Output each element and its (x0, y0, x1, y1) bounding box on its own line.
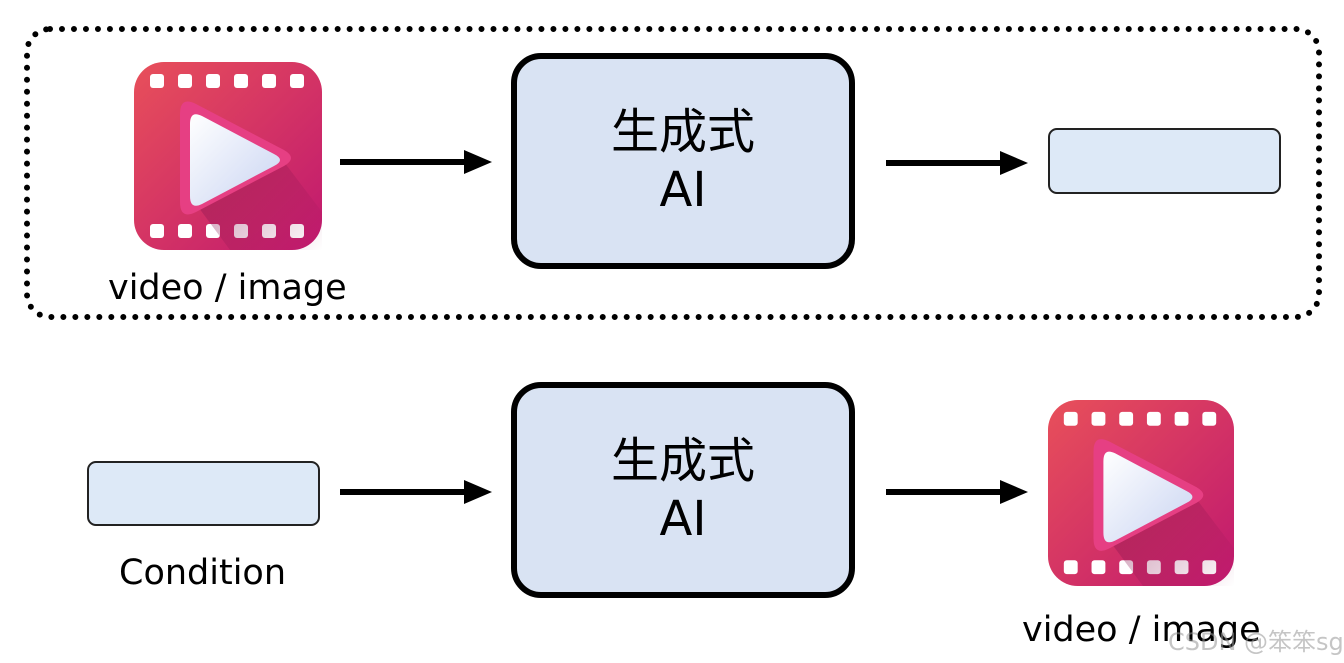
right-arrow-icon (886, 151, 1028, 175)
bottom-output-label: video / image (1022, 610, 1261, 650)
bottom-model-label-line2: AI (659, 491, 707, 547)
condition-box (87, 461, 320, 526)
top-model-label-line1: 生成式 (610, 104, 755, 160)
top-dashed-group (24, 26, 1322, 320)
video-player-icon (1048, 400, 1234, 586)
video-player-icon (134, 62, 322, 250)
right-arrow-icon (340, 480, 492, 504)
right-arrow-icon (886, 480, 1028, 504)
top-generative-ai-box: 生成式 AI (511, 53, 855, 269)
top-input-label: video / image (108, 268, 347, 308)
condition-label: Condition (119, 553, 287, 593)
bottom-model-label-line1: 生成式 (610, 433, 755, 489)
bottom-generative-ai-box: 生成式 AI (511, 382, 855, 598)
watermark: CSDN @笨笨sg (1168, 628, 1344, 656)
right-arrow-icon (340, 150, 492, 174)
top-model-label-line2: AI (659, 162, 707, 218)
top-output-box (1048, 128, 1281, 194)
